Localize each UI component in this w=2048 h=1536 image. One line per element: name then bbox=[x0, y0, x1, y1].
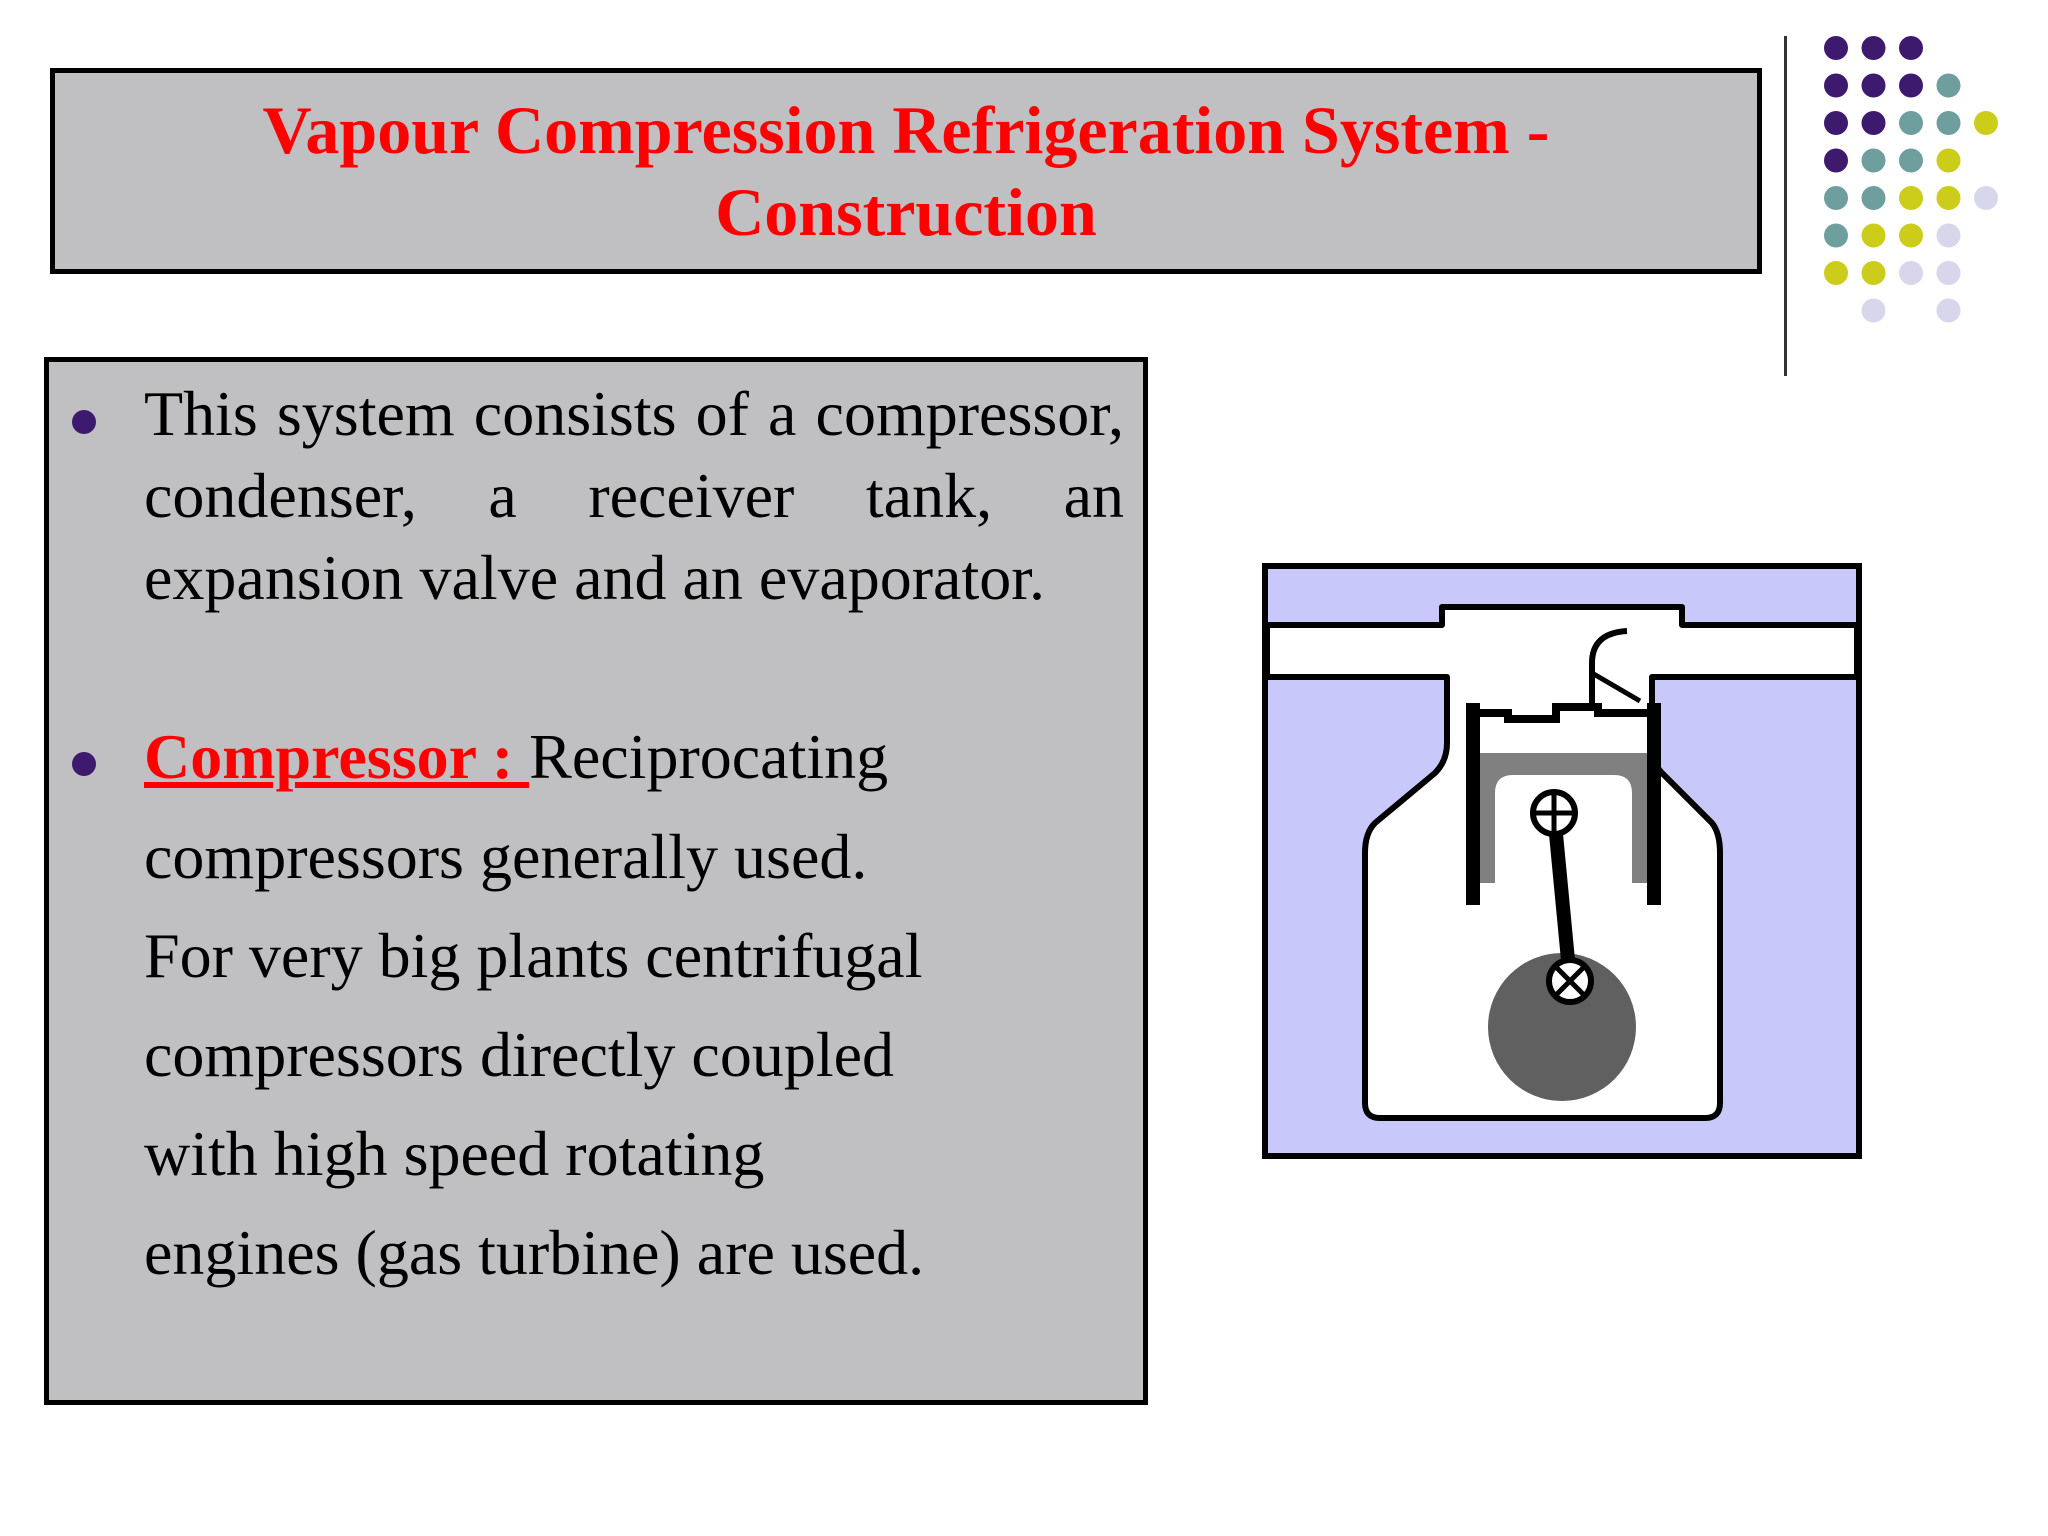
decorative-dot bbox=[1899, 223, 1923, 248]
cylinder-wall-left bbox=[1466, 703, 1480, 905]
decorative-dot bbox=[1824, 148, 1848, 173]
wrist-pin-icon bbox=[1530, 789, 1578, 837]
decorative-dot-grid bbox=[1824, 36, 1998, 323]
valve-plate bbox=[1466, 703, 1661, 723]
decorative-dot bbox=[1936, 148, 1961, 173]
crank-wheel bbox=[1488, 953, 1636, 1101]
decorative-dot bbox=[1824, 111, 1848, 135]
decorative-dot bbox=[1936, 261, 1961, 285]
compressor-line-4: compressors directly coupled bbox=[144, 1019, 894, 1090]
title-box: Vapour Compression Refrigeration System … bbox=[50, 68, 1762, 274]
decorative-dot bbox=[1861, 223, 1886, 248]
decorative-dot bbox=[1861, 36, 1886, 60]
crank-pin-icon bbox=[1546, 957, 1594, 1005]
slide-title-line-1: Vapour Compression Refrigeration System … bbox=[262, 92, 1550, 168]
decorative-dot bbox=[1936, 186, 1961, 210]
decorative-dot bbox=[1824, 186, 1848, 210]
compressor-line-6: engines (gas turbine) are used. bbox=[144, 1217, 925, 1288]
decorative-dot bbox=[1824, 261, 1848, 285]
content-panel bbox=[44, 357, 1148, 1405]
piston bbox=[1480, 753, 1647, 883]
decorative-dot bbox=[1861, 261, 1886, 285]
decorative-dot bbox=[1861, 148, 1886, 173]
decorative-dot bbox=[1936, 223, 1961, 248]
decorative-dot bbox=[1824, 73, 1848, 98]
decorative-dot bbox=[1861, 298, 1886, 323]
discharge-passage bbox=[1589, 628, 1628, 703]
bullet-icon bbox=[72, 410, 96, 434]
decorative-dot bbox=[1899, 111, 1923, 135]
decorative-dot bbox=[1936, 73, 1961, 98]
decorative-dot bbox=[1936, 111, 1961, 135]
decorative-dot bbox=[1861, 111, 1886, 135]
decorative-dot bbox=[1899, 148, 1923, 173]
decorative-dot bbox=[1861, 73, 1886, 98]
compressor-diagram bbox=[1262, 563, 1862, 1159]
compressor-line-3: For very big plants centrifugal bbox=[144, 920, 923, 991]
compressor-text-1: Reciprocating bbox=[529, 721, 889, 792]
vertical-divider bbox=[1784, 36, 1787, 376]
decorative-dot bbox=[1824, 223, 1848, 248]
decorative-dot bbox=[1899, 186, 1923, 210]
decorative-dot bbox=[1936, 298, 1961, 323]
decorative-dot bbox=[1974, 111, 1998, 135]
decorative-dot bbox=[1824, 36, 1848, 60]
decorative-dot bbox=[1861, 186, 1886, 210]
compressor-line-2: compressors generally used. bbox=[144, 821, 868, 892]
bullet-icon bbox=[72, 752, 96, 776]
connecting-rod bbox=[1547, 806, 1577, 988]
decorative-dot bbox=[1899, 36, 1923, 60]
reed-valve bbox=[1590, 670, 1642, 704]
decorative-dot bbox=[1899, 261, 1923, 285]
decorative-dot bbox=[1974, 186, 1998, 210]
bullet-text-components: This system consists of a compressor, co… bbox=[144, 378, 1124, 613]
compressor-line-5: with high speed rotating bbox=[144, 1118, 765, 1189]
compressor-heading: Compressor : bbox=[144, 721, 530, 792]
cylinder-wall-right bbox=[1647, 703, 1661, 905]
slide-title-line-2: Construction bbox=[715, 174, 1097, 250]
compressor-line-1: Compressor : Reciprocating bbox=[144, 716, 1144, 798]
decorative-dot bbox=[1899, 73, 1923, 98]
